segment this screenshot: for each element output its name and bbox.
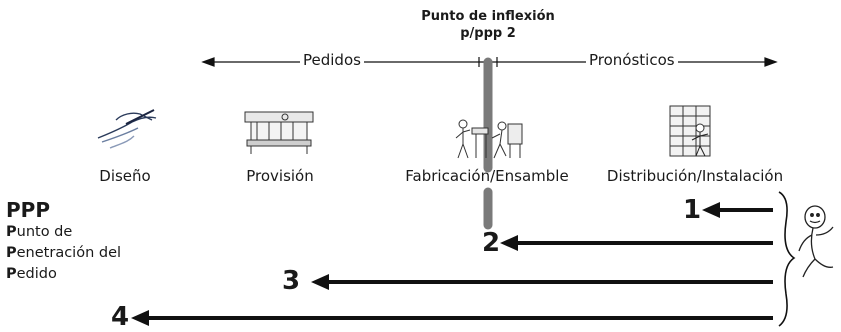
ppp-line-1: Punto de bbox=[6, 222, 121, 243]
arrow-2 bbox=[500, 235, 773, 251]
stage-label-design: Diseño bbox=[99, 167, 151, 185]
arrow-3 bbox=[311, 274, 773, 290]
ppp-rest-1: unto de bbox=[16, 224, 73, 240]
arrow-1 bbox=[702, 202, 773, 218]
warehouse-shelves-icon bbox=[669, 105, 711, 157]
ppp-line-3: Pedido bbox=[6, 264, 121, 285]
orders-label: Pedidos bbox=[300, 51, 364, 69]
forecasts-label: Pronósticos bbox=[586, 51, 678, 69]
arrow-number-4: 4 bbox=[111, 302, 130, 332]
arrow-number-1: 1 bbox=[683, 195, 702, 225]
hand-writing-icon bbox=[97, 109, 157, 149]
stage-label-manufacturing: Fabricación/Ensamble bbox=[405, 167, 569, 185]
inflection-title: Punto de inflexión p/ppp 2 bbox=[398, 8, 578, 42]
inflection-title-line2: p/ppp 2 bbox=[460, 26, 516, 41]
ppp-initial-2: P bbox=[6, 245, 17, 261]
ppp-rest-2: enetración del bbox=[16, 245, 122, 261]
ppp-legend: PPP Punto de Penetración del Pedido bbox=[6, 198, 121, 285]
ppp-rest-3: edido bbox=[16, 266, 57, 282]
walking-customer-icon bbox=[798, 205, 834, 278]
assembly-workers-icon bbox=[455, 119, 523, 159]
arrow-number-2: 2 bbox=[482, 228, 501, 258]
customer-brace bbox=[778, 191, 796, 327]
ppp-initial-1: P bbox=[6, 224, 17, 240]
ppp-title: PPP bbox=[6, 198, 50, 222]
arrow-number-3: 3 bbox=[282, 266, 301, 296]
arrow-4 bbox=[131, 310, 773, 326]
stage-label-provision: Provisión bbox=[246, 167, 314, 185]
ppp-line-2: Penetración del bbox=[6, 243, 121, 264]
inflection-title-line1: Punto de inflexión bbox=[421, 9, 555, 24]
ppp-initial-3: P bbox=[6, 266, 17, 282]
stage-label-distribution: Distribución/Instalación bbox=[606, 167, 784, 185]
workbench-icon bbox=[244, 111, 314, 154]
